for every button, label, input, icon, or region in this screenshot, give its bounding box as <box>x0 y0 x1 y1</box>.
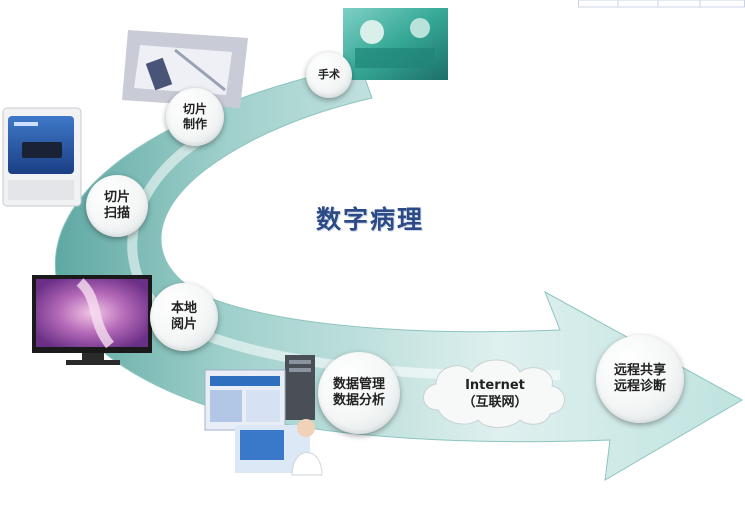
step-slide-scanning-label: 切片 扫描 <box>103 189 130 221</box>
cloud-icon <box>423 359 565 428</box>
monitor-microscopy <box>32 275 152 365</box>
step-local-reading-label: 本地 阅片 <box>170 300 197 332</box>
step-data-mgmt-label: 数据管理 数据分析 <box>332 376 385 408</box>
step-surgery-label: 手术 <box>318 68 340 82</box>
surgery-photo <box>343 8 448 80</box>
step-local-reading: 本地 阅片 <box>150 283 218 351</box>
scanner-device <box>2 107 82 207</box>
step-slide-making: 切片 制作 <box>166 88 224 146</box>
doctor-workstation <box>235 419 323 476</box>
step-slide-scanning: 切片 扫描 <box>86 175 148 237</box>
table-fragment <box>578 0 745 8</box>
slide-photo <box>122 30 248 108</box>
step-remote-label: 远程共享 远程诊断 <box>613 362 666 394</box>
diagram-title: 数字病理 <box>315 205 424 234</box>
step-data-mgmt: 数据管理 数据分析 <box>318 352 400 434</box>
internet-label: Internet （互联网） <box>462 378 528 410</box>
step-surgery: 手术 <box>306 52 352 98</box>
server-screens <box>204 355 315 431</box>
step-slide-making-label: 切片 制作 <box>182 102 207 131</box>
step-remote: 远程共享 远程诊断 <box>596 335 684 423</box>
